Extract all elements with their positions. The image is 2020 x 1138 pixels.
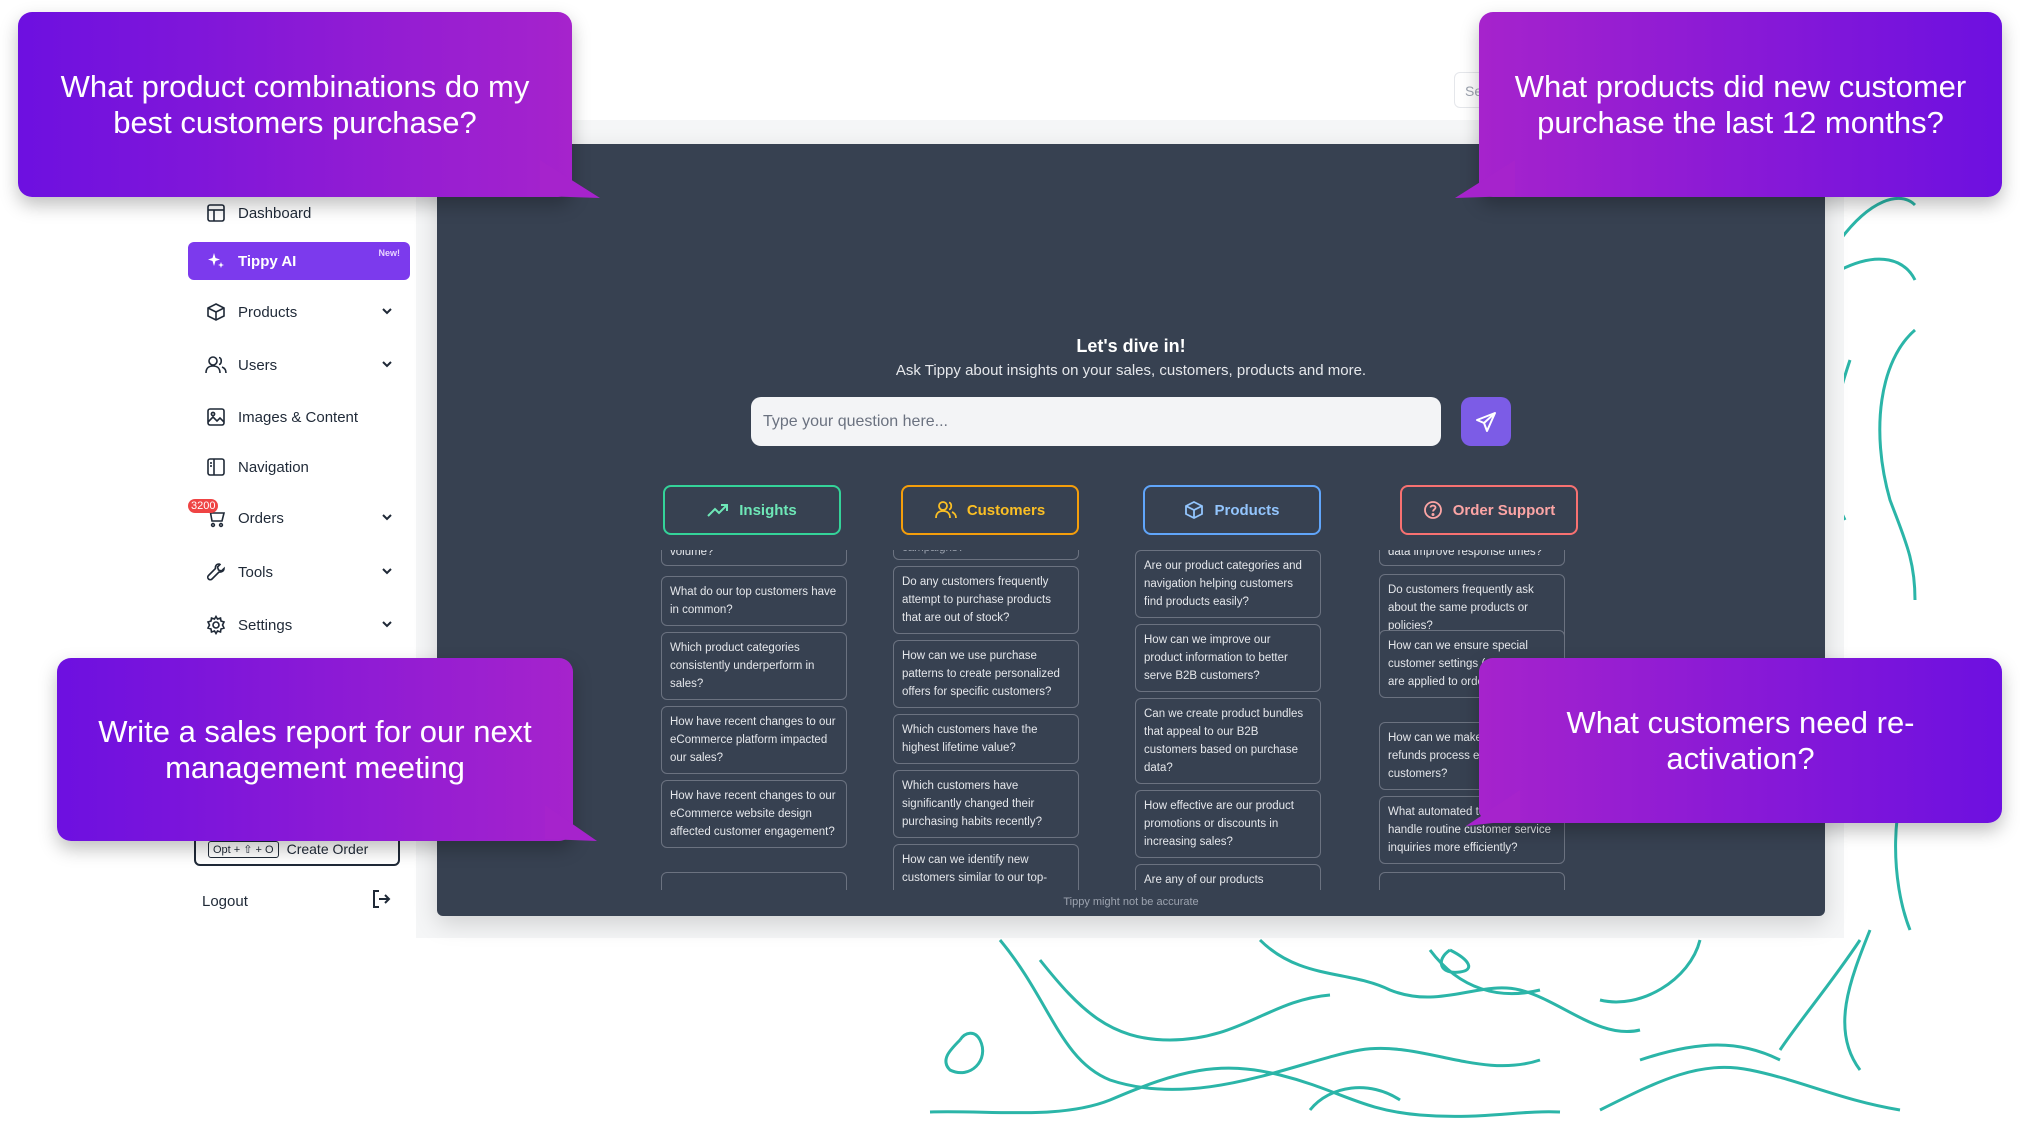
sparkle-icon xyxy=(204,249,228,273)
sidebar-item-navigation[interactable]: Navigation xyxy=(188,448,410,486)
suggestion-card[interactable]: Are any of our products xyxy=(1135,864,1321,890)
callout-tail xyxy=(540,160,600,198)
category-label: Products xyxy=(1214,501,1280,519)
create-order-label: Create Order xyxy=(286,841,369,857)
disclaimer: Tippy might not be accurate xyxy=(1063,896,1199,908)
sidebar-item-label: Navigation xyxy=(238,458,309,476)
new-tag: New! xyxy=(378,248,400,258)
suggestion-card[interactable]: How have recent changes to our eCommerce… xyxy=(661,706,847,774)
callout-tail xyxy=(545,805,597,841)
suggestion-card[interactable]: Can we create product bundles that appea… xyxy=(1135,698,1321,784)
image-icon xyxy=(204,405,228,429)
sidebar-item-dashboard[interactable]: Dashboard xyxy=(188,194,410,232)
callout-text: Write a sales report for our next manage… xyxy=(98,713,532,785)
suggestion-card[interactable]: Which customers have significantly chang… xyxy=(893,770,1079,838)
sidebar-item-orders[interactable]: Orders 3200 xyxy=(188,499,410,537)
users-icon xyxy=(204,353,228,377)
tippy-ai-panel: Let's dive in! Ask Tippy about insights … xyxy=(437,144,1825,916)
callout-bottom-left: Write a sales report for our next manage… xyxy=(57,658,573,841)
category-label: Customers xyxy=(966,501,1046,519)
category-label: Order Support xyxy=(1452,501,1556,519)
suggestion-card[interactable]: Which product categories consistently un… xyxy=(661,632,847,700)
category-label: Insights xyxy=(739,501,797,519)
callout-tail xyxy=(1455,160,1515,198)
sidebar-item-label: Users xyxy=(238,356,278,374)
category-order-support-button[interactable]: Order Support xyxy=(1400,485,1578,535)
page-subtitle: Ask Tippy about insights on your sales, … xyxy=(895,362,1367,379)
chevron-down-icon xyxy=(382,308,392,315)
help-circle-icon xyxy=(1423,500,1443,520)
logout-label: Logout xyxy=(202,892,248,910)
sidebar-item-label: Orders xyxy=(238,509,284,527)
suggestion-card[interactable] xyxy=(1379,872,1565,890)
chevron-down-icon xyxy=(382,621,392,628)
suggestion-card[interactable]: Do any customers frequently attempt to p… xyxy=(893,566,1079,634)
category-customers-button[interactable]: Customers xyxy=(901,485,1079,535)
sidebar-item-label: Settings xyxy=(238,616,293,634)
gear-icon xyxy=(204,613,228,637)
send-button[interactable] xyxy=(1461,397,1511,446)
callout-text: What product combinations do my best cus… xyxy=(60,68,530,140)
callout-text: What products did new customer purchase … xyxy=(1514,68,1967,140)
suggestion-card[interactable] xyxy=(661,872,847,890)
category-insights-button[interactable]: Insights xyxy=(663,485,841,535)
sidebar-item-users[interactable]: Users xyxy=(188,346,410,384)
suggestion-card[interactable]: data improve response times? xyxy=(1379,550,1565,566)
suggestion-card[interactable]: How effective are our product promotions… xyxy=(1135,790,1321,858)
suggestion-card[interactable]: How can we improve our product informati… xyxy=(1135,624,1321,692)
wrench-icon xyxy=(204,560,228,584)
chevron-down-icon xyxy=(382,514,392,521)
suggestion-card[interactable]: How can we use purchase patterns to crea… xyxy=(893,640,1079,708)
box-icon xyxy=(1184,500,1204,520)
trend-up-icon xyxy=(707,502,729,518)
customers-suggestions: campaigns? Do any customers frequently a… xyxy=(893,550,1079,890)
logout-button[interactable]: Logout xyxy=(202,886,392,916)
category-products-button[interactable]: Products xyxy=(1143,485,1321,535)
navigation-icon xyxy=(204,455,228,479)
dashboard-icon xyxy=(204,201,228,225)
suggestion-card[interactable]: How can we identify new customers simila… xyxy=(893,844,1079,890)
suggestion-card[interactable]: What do our top customers have in common… xyxy=(661,576,847,626)
callout-bottom-right: What customers need re-activation? xyxy=(1479,658,2002,823)
suggestion-card[interactable]: How have recent changes to our eCommerce… xyxy=(661,780,847,848)
keyboard-shortcut: Opt + ⇧ + O xyxy=(208,840,279,858)
sidebar-item-label: Tools xyxy=(238,563,274,581)
callout-tail xyxy=(1466,790,1520,826)
users-icon xyxy=(934,500,957,520)
sidebar-item-settings[interactable]: Settings xyxy=(188,606,410,644)
suggestion-card[interactable]: Are our product categories and navigatio… xyxy=(1135,550,1321,618)
sidebar-item-images-content[interactable]: Images & Content xyxy=(188,398,410,436)
orders-count-badge: 3200 xyxy=(188,499,219,513)
sidebar-item-label: Tippy AI xyxy=(238,252,297,270)
suggestion-card[interactable]: Which customers have the highest lifetim… xyxy=(893,714,1079,764)
page-title: Let's dive in! xyxy=(1076,336,1186,356)
products-suggestions: Are our product categories and navigatio… xyxy=(1135,550,1321,890)
callout-top-right: What products did new customer purchase … xyxy=(1479,12,2002,197)
box-icon xyxy=(204,300,228,324)
question-input[interactable] xyxy=(751,397,1441,446)
suggestion-card[interactable]: volume? xyxy=(661,550,847,566)
sidebar-item-tools[interactable]: Tools xyxy=(188,553,410,591)
callout-text: What customers need re-activation? xyxy=(1566,704,1915,776)
chevron-down-icon xyxy=(382,361,392,368)
callout-top-left: What product combinations do my best cus… xyxy=(18,12,572,197)
insights-suggestions: volume? What do our top customers have i… xyxy=(661,550,847,890)
sidebar-item-tippy-ai[interactable]: Tippy AI New! xyxy=(188,242,410,280)
suggestion-card[interactable]: campaigns? xyxy=(893,550,1079,560)
sidebar-item-label: Dashboard xyxy=(238,204,312,222)
send-icon xyxy=(1476,411,1496,432)
sidebar-item-label: Images & Content xyxy=(238,408,359,426)
chevron-down-icon xyxy=(382,568,392,575)
logout-icon xyxy=(370,888,392,914)
sidebar-item-products[interactable]: Products xyxy=(188,293,410,331)
sidebar-item-label: Products xyxy=(238,303,298,321)
